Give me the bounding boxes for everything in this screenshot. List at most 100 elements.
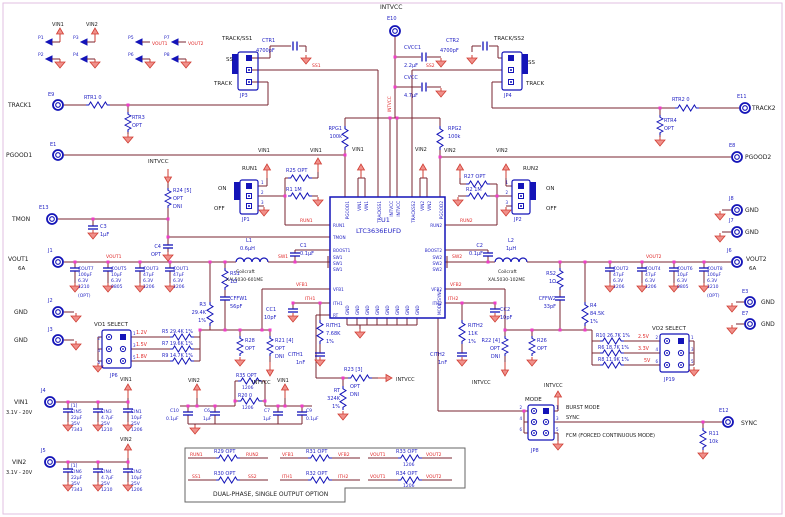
resistor-symbol[interactable] — [501, 336, 509, 356]
jumper-jp1[interactable] — [234, 179, 259, 215]
terminal-e1[interactable] — [52, 149, 64, 161]
schematic-text: R5 29.4K 1% — [162, 329, 193, 335]
resistor-symbol[interactable] — [466, 180, 491, 188]
resistor-symbol[interactable] — [86, 101, 111, 109]
schematic-text: PGOOD2 — [745, 154, 771, 161]
resistor-symbol[interactable] — [206, 302, 214, 327]
ic-u1-ltc3636[interactable] — [329, 196, 446, 319]
resistor-symbol[interactable] — [170, 333, 195, 341]
schematic-text: 4 — [655, 347, 658, 352]
resistor-symbol[interactable] — [466, 192, 491, 200]
resistor-symbol[interactable] — [216, 476, 241, 484]
terminal-j6[interactable] — [731, 256, 743, 268]
resistor-symbol[interactable] — [238, 397, 263, 405]
terminal-j1[interactable] — [52, 256, 64, 268]
resistor-symbol[interactable] — [675, 104, 700, 112]
resistor-symbol[interactable] — [581, 302, 589, 327]
resistor-symbol[interactable] — [600, 361, 625, 369]
ground-icon — [668, 285, 680, 293]
jumper-jp8[interactable] — [527, 404, 555, 441]
resistor-symbol[interactable] — [458, 320, 466, 345]
resistor-symbol[interactable] — [528, 336, 536, 356]
schematic-text: ITH2 — [338, 474, 348, 480]
resistor-symbol[interactable] — [236, 336, 244, 356]
schematic-text: Coilcraft — [236, 269, 255, 275]
resistor-symbol[interactable] — [656, 115, 664, 135]
schematic-text: E9 — [48, 92, 54, 98]
header-pin-icon[interactable] — [44, 55, 53, 63]
resistor-symbol[interactable] — [308, 476, 333, 484]
schematic-text: INTVCC — [396, 201, 401, 217]
jumper-jp6[interactable] — [101, 329, 132, 369]
schematic-text: C4 — [154, 244, 161, 250]
resistor-symbol[interactable] — [266, 336, 274, 356]
jumper-jp2[interactable] — [511, 179, 536, 215]
power-arrow-icon — [356, 163, 366, 171]
schematic-text: 0.1µF — [166, 416, 179, 422]
jumper-shunt[interactable] — [234, 182, 240, 200]
ground-icon — [122, 424, 134, 432]
resistor-symbol[interactable] — [600, 337, 625, 345]
resistor-symbol[interactable] — [124, 112, 132, 132]
resistor-symbol[interactable] — [398, 476, 423, 484]
terminal-e8[interactable] — [731, 151, 743, 163]
header-pin-icon[interactable] — [44, 38, 53, 46]
resistor-symbol[interactable] — [348, 374, 373, 382]
schematic-text: GND — [415, 305, 420, 315]
terminal-j7[interactable] — [731, 226, 743, 238]
schematic-text: P7 — [164, 35, 170, 41]
header-pin-icon[interactable] — [79, 55, 88, 63]
terminal-j8[interactable] — [731, 204, 743, 216]
jumper-shunt[interactable] — [232, 54, 238, 74]
resistor-symbol[interactable] — [221, 268, 229, 291]
jumper-jp3[interactable] — [232, 51, 259, 91]
jumper-shunt[interactable] — [522, 54, 528, 74]
resistor-symbol[interactable] — [308, 454, 333, 462]
terminal-j3[interactable] — [52, 334, 64, 346]
schematic-text: VIN2 — [444, 148, 456, 154]
schematic-text: SW2 — [452, 254, 462, 260]
header-pin-icon[interactable] — [170, 55, 179, 63]
header-pin-icon[interactable] — [134, 38, 143, 46]
schematic-text: 47µF — [613, 272, 625, 278]
schematic-text: RTR4 — [664, 118, 677, 124]
inductor-symbol[interactable] — [235, 257, 269, 263]
ground-icon — [452, 199, 464, 207]
resistor-symbol[interactable] — [341, 126, 349, 151]
jumper-shunt[interactable] — [530, 182, 536, 200]
header-pin-icon[interactable] — [134, 55, 143, 63]
jumper-jp4[interactable] — [501, 51, 528, 91]
terminal-e12[interactable] — [722, 416, 734, 428]
terminal-e7[interactable] — [744, 318, 756, 330]
resistor-symbol[interactable] — [288, 174, 313, 182]
resistor-symbol[interactable] — [164, 188, 172, 208]
schematic-text: COUT8 — [707, 266, 723, 272]
resistor-symbol[interactable] — [339, 386, 347, 411]
resistor-symbol[interactable] — [436, 126, 444, 151]
resistor-symbol[interactable] — [556, 268, 564, 291]
terminal-e3[interactable] — [744, 296, 756, 308]
resistor-symbol[interactable] — [699, 428, 707, 451]
header-pin-icon[interactable] — [170, 38, 179, 46]
terminal-j4[interactable] — [44, 396, 56, 408]
terminal-e13[interactable] — [46, 213, 58, 225]
inductor-symbol[interactable] — [494, 257, 528, 263]
resistor-symbol[interactable] — [398, 454, 423, 462]
schematic-text: FCM (FORCED CONTINUOUS MODE) — [566, 433, 655, 439]
terminal-j5[interactable] — [44, 456, 56, 468]
jumper-jp19[interactable] — [659, 333, 690, 373]
terminal-j2[interactable] — [52, 306, 64, 318]
terminal-e10[interactable] — [389, 25, 401, 37]
resistor-symbol[interactable] — [170, 357, 195, 365]
resistor-symbol[interactable] — [238, 377, 263, 385]
resistor-symbol[interactable] — [600, 349, 625, 357]
resistor-symbol[interactable] — [288, 192, 313, 200]
terminal-e11[interactable] — [739, 102, 751, 114]
schematic-text: 10pF — [264, 315, 277, 321]
schematic-text: 4 — [97, 348, 100, 353]
terminal-e9[interactable] — [52, 99, 64, 111]
resistor-symbol[interactable] — [316, 320, 324, 345]
resistor-symbol[interactable] — [216, 454, 241, 462]
header-pin-icon[interactable] — [79, 38, 88, 46]
resistor-symbol[interactable] — [170, 345, 195, 353]
